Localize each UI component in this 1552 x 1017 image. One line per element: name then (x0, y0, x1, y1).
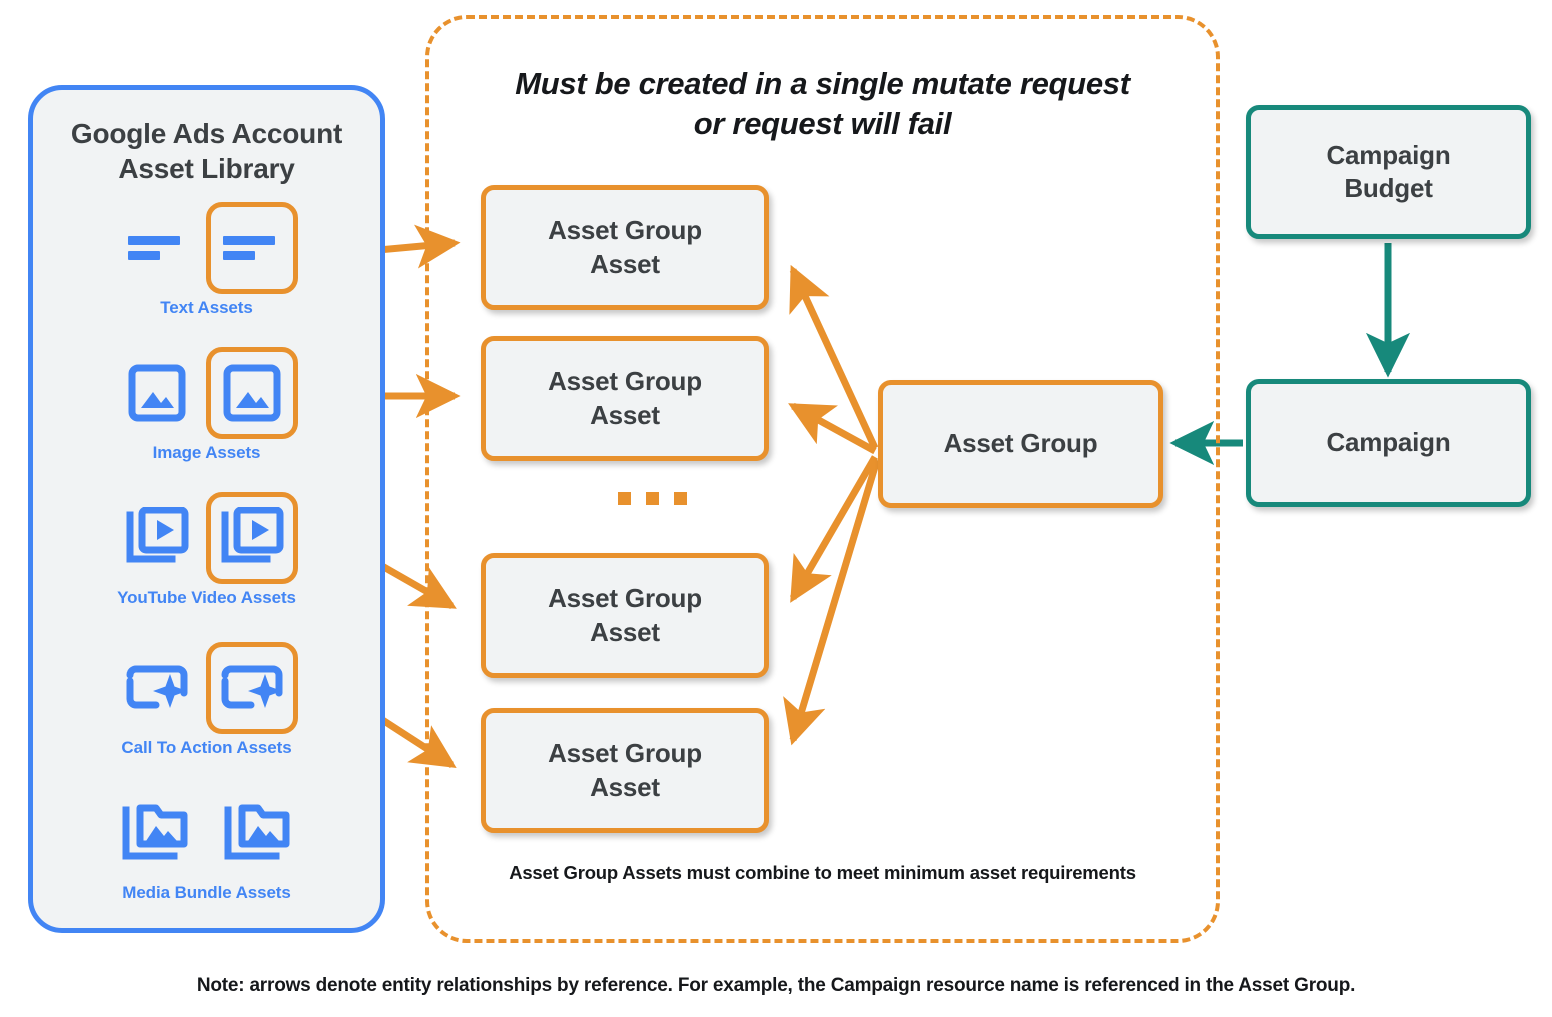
library-title-line1: Google Ads Account (70, 118, 343, 149)
node-label-line2: Budget (1344, 173, 1433, 203)
mutate-title-line2: or request will fail (693, 106, 952, 142)
asset-caption-image: Image Assets (152, 443, 261, 462)
asset-icons-cta (33, 640, 380, 736)
campaign-node[interactable]: Campaign (1246, 379, 1531, 507)
campaign-budget-label: Campaign Budget (1326, 139, 1450, 206)
node-label-line2: Asset (590, 248, 660, 279)
asset-group-node[interactable]: Asset Group (878, 380, 1163, 508)
asset-group-asset-node-2[interactable]: Asset Group Asset (481, 336, 769, 461)
asset-caption-text: Text Assets (160, 298, 253, 317)
node-label-line2: Asset (590, 771, 660, 802)
ellipsis-dot (618, 491, 631, 505)
media-bundle-folder-icon (217, 792, 299, 874)
mutate-title-line1: Must be created in a single mutate reque… (515, 66, 1130, 101)
node-label-line2: Asset (590, 616, 660, 647)
mutate-request-container: Must be created in a single mutate reque… (425, 15, 1220, 943)
campaign-label: Campaign (1326, 427, 1451, 458)
footer-note: Note: arrows denote entity relationships… (196, 975, 1356, 996)
asset-caption-cta: Call To Action Assets (121, 738, 292, 757)
video-stack-icon-glyph (221, 507, 283, 563)
ellipsis-indicator (618, 488, 698, 508)
asset-group-asset-label: Asset Group Asset (548, 214, 702, 281)
node-label-line1: Asset Group (548, 366, 702, 397)
call-to-action-sparkle-icon (116, 647, 198, 729)
asset-group-asset-label: Asset Group Asset (548, 582, 702, 649)
asset-group-asset-node-1[interactable]: Asset Group Asset (481, 185, 769, 310)
asset-group-asset-label: Asset Group Asset (548, 737, 702, 804)
asset-row-cta[interactable]: Call To Action Assets (33, 640, 380, 772)
text-lines-icon (116, 207, 198, 289)
asset-icons-media-bundle (33, 785, 380, 881)
media-bundle-folder-icon-glyph (122, 804, 187, 860)
asset-row-image[interactable]: Image Assets (33, 345, 380, 477)
call-to-action-sparkle-icon-glyph (126, 665, 187, 709)
text-lines-icon-glyph (127, 236, 180, 260)
campaign-budget-node[interactable]: Campaign Budget (1246, 105, 1531, 239)
image-icon (116, 352, 198, 434)
asset-library-panel: Google Ads Account Asset Library (28, 85, 385, 933)
asset-icons-video (33, 490, 380, 586)
video-stack-icon-highlighted[interactable] (205, 492, 298, 584)
video-stack-icon-glyph (126, 507, 188, 563)
mutate-footnote: Asset Group Assets must combine to meet … (509, 862, 1136, 883)
asset-group-asset-node-4[interactable]: Asset Group Asset (481, 708, 769, 833)
text-lines-icon-highlighted[interactable] (205, 202, 298, 294)
asset-group-asset-label: Asset Group Asset (548, 365, 702, 432)
asset-row-media-bundle[interactable]: Media Bundle Assets (33, 785, 380, 917)
ellipsis-dot (674, 491, 687, 505)
call-to-action-sparkle-icon-highlighted[interactable] (205, 642, 298, 734)
media-bundle-folder-icon-glyph (224, 804, 289, 860)
node-label-line1: Asset Group (548, 738, 702, 769)
text-lines-icon-glyph (222, 236, 275, 260)
call-to-action-sparkle-icon-glyph (221, 665, 282, 709)
asset-icons-image (33, 345, 380, 441)
video-stack-icon (116, 497, 198, 579)
asset-group-label: Asset Group (943, 428, 1098, 459)
asset-caption-video: YouTube Video Assets (117, 588, 296, 607)
mutate-request-title: Must be created in a single mutate reque… (451, 64, 1194, 145)
node-label-line1: Campaign (1326, 139, 1451, 170)
library-title-line2: Asset Library (118, 153, 295, 185)
image-icon-glyph (128, 364, 185, 422)
asset-caption-media-bundle: Media Bundle Assets (122, 883, 291, 902)
ellipsis-dot (646, 491, 659, 505)
library-title: Google Ads Account Asset Library (33, 116, 380, 187)
asset-row-text[interactable]: Text Assets (33, 200, 380, 332)
asset-group-asset-node-3[interactable]: Asset Group Asset (481, 553, 769, 678)
node-label-line1: Asset Group (548, 583, 702, 614)
media-bundle-folder-icon (115, 792, 197, 874)
asset-icons-text (33, 200, 380, 296)
image-icon-glyph (223, 364, 280, 422)
image-icon-highlighted[interactable] (205, 347, 298, 439)
node-label-line1: Asset Group (548, 215, 702, 246)
node-label-line2: Asset (590, 399, 660, 430)
asset-row-video[interactable]: YouTube Video Assets (33, 490, 380, 622)
